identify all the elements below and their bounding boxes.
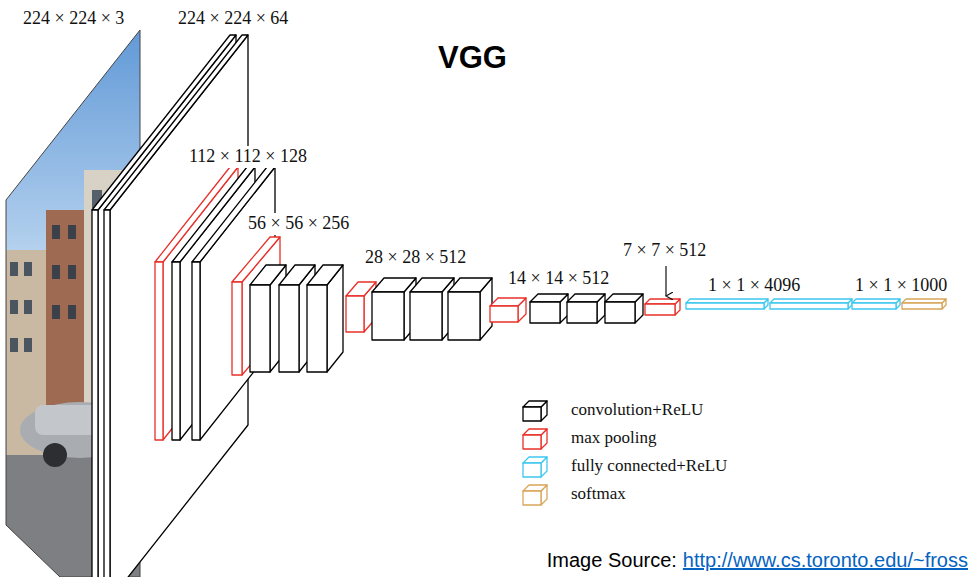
block-front [645, 304, 675, 315]
swatch-top [523, 429, 547, 435]
dimension-label: 1 × 1 × 4096 [705, 275, 803, 297]
softmax-block [902, 299, 946, 309]
legend-text: fully connected+ReLU [571, 456, 727, 476]
dimension-label: 112 × 112 × 128 [186, 146, 310, 168]
fc-block [852, 299, 900, 309]
swatch-front [523, 407, 541, 421]
block-front [770, 303, 848, 309]
legend-swatch [521, 398, 549, 422]
conv-block [307, 265, 343, 372]
block-top [605, 294, 643, 302]
block-top [567, 294, 605, 302]
block-front [279, 285, 299, 372]
conv-block [192, 167, 275, 440]
block-front [250, 285, 270, 372]
block-top [490, 298, 526, 306]
layer-blocks [92, 35, 946, 577]
dimension-label: 7 × 7 × 512 [620, 240, 709, 262]
dimension-label: 224 × 224 × 3 [20, 8, 127, 30]
conv-block [530, 294, 568, 323]
block-front [92, 210, 98, 577]
block-front [172, 262, 180, 440]
block-front [307, 285, 327, 372]
block-top [372, 278, 416, 292]
block-front [605, 302, 635, 323]
block-front [902, 303, 942, 309]
block-front [530, 302, 560, 323]
source-link: http://www.cs.toronto.edu/~fross [683, 549, 968, 571]
block-front [852, 303, 896, 309]
fc-block [770, 299, 852, 309]
legend-swatch [521, 426, 549, 450]
block-front [155, 262, 163, 440]
block-front [410, 292, 442, 340]
dimension-label: 224 × 224 × 64 [175, 8, 291, 30]
legend-swatch [521, 454, 549, 478]
block-top [645, 299, 680, 304]
block-front [346, 296, 364, 332]
swatch-front [523, 463, 541, 477]
legend-text: convolution+ReLU [571, 400, 703, 420]
block-front [232, 282, 242, 375]
block-front [192, 262, 200, 440]
pointer-arrow [665, 266, 666, 296]
legend-swatch [521, 482, 549, 506]
block-top [448, 278, 492, 292]
legend-row: fully connected+ReLU [521, 454, 727, 478]
swatch-top [523, 401, 547, 407]
block-front [448, 292, 480, 340]
pooling-block [645, 299, 680, 315]
dimension-label: 14 × 14 × 512 [505, 268, 612, 290]
swatch-top [523, 485, 547, 491]
conv-block [448, 278, 492, 340]
swatch-front [523, 491, 541, 505]
swatch-top [523, 457, 547, 463]
dimension-label: 56 × 56 × 256 [245, 213, 352, 235]
legend-row: max pooling [521, 426, 656, 450]
dimension-label: 1 × 1 × 1000 [852, 275, 950, 297]
legend-text: max pooling [571, 428, 656, 448]
conv-block [567, 294, 605, 323]
caption-row: Image Source: http://www.cs.toronto.edu/~… [547, 549, 968, 572]
caption-text: Image Source: [547, 549, 677, 571]
block-front [686, 303, 764, 309]
block-front [490, 306, 518, 322]
legend-row: softmax [521, 482, 626, 506]
block-top [530, 294, 568, 302]
legend-row: convolution+ReLU [521, 398, 703, 422]
conv-block [605, 294, 643, 323]
swatch-front [523, 435, 541, 449]
block-top [307, 265, 343, 285]
pooling-block [490, 298, 526, 322]
legend-text: softmax [571, 484, 626, 504]
dimension-label: 28 × 28 × 512 [362, 247, 469, 269]
block-top [410, 278, 454, 292]
diagram-title: VGG [438, 40, 507, 76]
block-front [104, 210, 110, 577]
block-front [567, 302, 597, 323]
block-front [372, 292, 404, 340]
fc-block [686, 299, 768, 309]
